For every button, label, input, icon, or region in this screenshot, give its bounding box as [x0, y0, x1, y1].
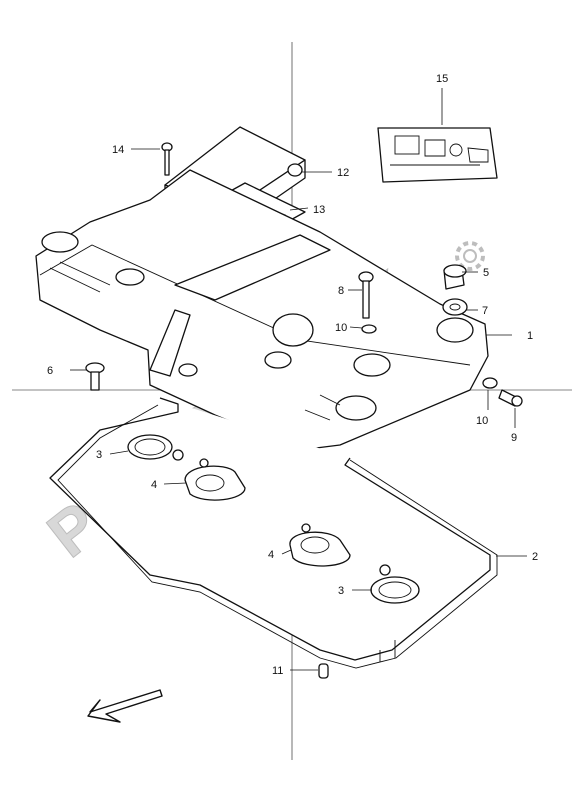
callout-10-top: 10	[335, 322, 347, 334]
callout-15: 15	[436, 73, 448, 85]
gear-icon	[455, 241, 485, 271]
callout-2: 2	[532, 551, 538, 563]
callout-13: 13	[313, 204, 325, 216]
callout-1: 1	[527, 330, 533, 342]
bolt-part-8	[358, 271, 374, 319]
callout-3-bottom: 3	[338, 585, 344, 597]
grommet-part-5	[443, 264, 467, 290]
cover-gasket-part-2	[49, 397, 498, 669]
callout-12: 12	[337, 167, 349, 179]
callout-5: 5	[483, 267, 489, 279]
cylinder-head-cover-part-1	[35, 169, 489, 451]
washer-part-7	[442, 298, 468, 316]
washer-part-10a	[361, 324, 377, 334]
leader-lines	[70, 88, 527, 671]
dowel-part-11	[318, 663, 329, 679]
washer-part-10b	[482, 377, 498, 389]
label-plate-part-15	[377, 127, 498, 183]
callout-7: 7	[482, 305, 488, 317]
arrow-icon	[87, 689, 163, 723]
callout-6: 6	[47, 365, 53, 377]
callout-9: 9	[511, 432, 517, 444]
callout-10-bottom: 10	[476, 415, 488, 427]
callout-8: 8	[338, 285, 344, 297]
plug-seal-part-3a	[127, 434, 184, 461]
bolt-part-14	[161, 142, 173, 176]
callout-3-top: 3	[96, 449, 102, 461]
callout-14: 14	[112, 144, 124, 156]
callout-4-top: 4	[151, 479, 157, 491]
plug-seal-part-4b	[289, 523, 351, 567]
bolt-part-9	[498, 389, 523, 407]
bolt-part-6	[85, 362, 105, 391]
plug-seal-part-4a	[184, 458, 246, 501]
callout-4-bottom: 4	[268, 549, 274, 561]
callout-11: 11	[272, 665, 283, 677]
